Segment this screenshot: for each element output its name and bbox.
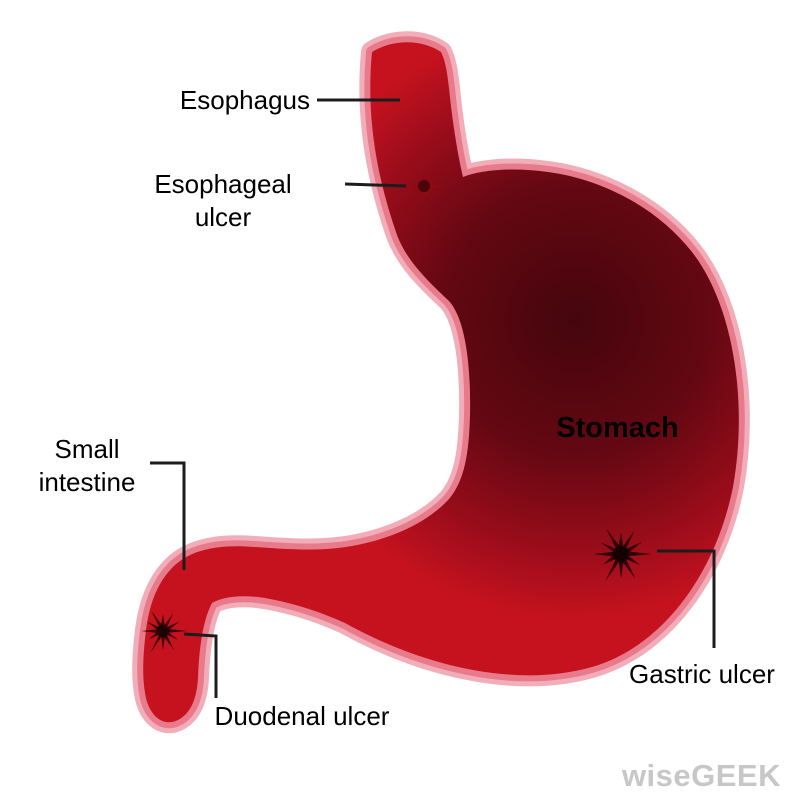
stomach-label: Stomach	[556, 412, 679, 444]
gastric-ulcer-starburst-icon	[593, 528, 652, 582]
duodenal-ulcer-leader-line	[183, 632, 218, 698]
duodenal-ulcer-label: Duodenal ulcer	[214, 701, 390, 731]
esophagus-label: Esophagus	[179, 85, 310, 115]
duodenal-ulcer-starburst-icon	[141, 610, 187, 653]
small-intestine-label: Small intestine	[38, 434, 136, 497]
esophageal-ulcer-leader-line	[344, 182, 407, 188]
gastric-ulcer-leader-line	[657, 549, 716, 648]
gastric-ulcer-label: Gastric ulcer	[629, 659, 775, 689]
esophageal-ulcer-label: Esophageal ulcer	[154, 169, 292, 232]
organ-body	[143, 42, 739, 723]
small-intestine-leader-line	[150, 461, 186, 570]
wisegeek-watermark: wiseGEEK	[621, 758, 781, 793]
esophageal-ulcer-starburst-icon	[404, 167, 446, 206]
